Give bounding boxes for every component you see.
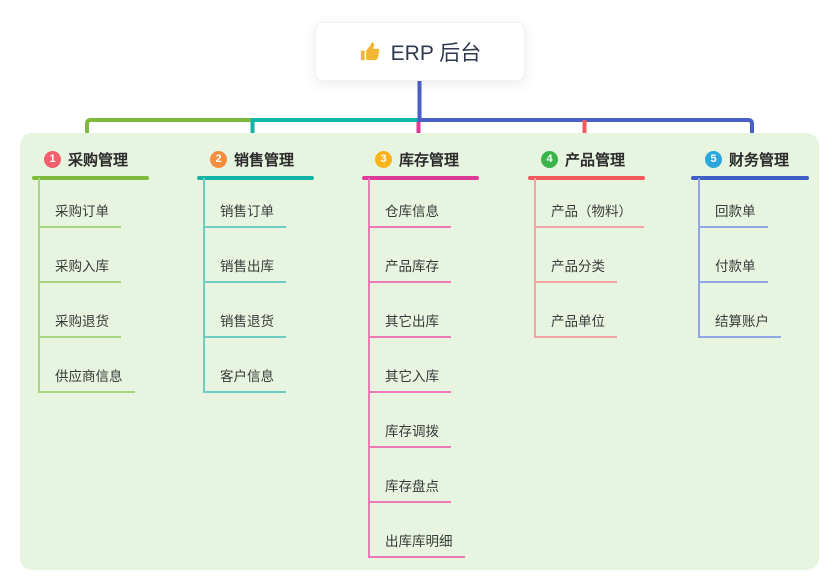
child-node-row: 产品（物料） — [536, 178, 644, 228]
thumbs-up-icon — [359, 41, 381, 63]
child-node-row: 销售订单 — [205, 178, 286, 228]
branch-label: 财务管理 — [729, 151, 790, 169]
branch-label: 产品管理 — [565, 151, 626, 169]
branches-panel — [20, 133, 819, 570]
branch-number-badge: 2 — [210, 150, 227, 168]
child-node-row: 采购订单 — [40, 178, 135, 228]
mindmap-node[interactable]: 采购订单 — [40, 200, 121, 228]
mindmap-node[interactable]: 产品（物料） — [536, 200, 644, 228]
branch-children: 产品（物料） 产品分类 产品单位 — [534, 178, 644, 338]
mindmap-node[interactable]: 付款单 — [700, 255, 768, 283]
branch-children: 销售订单 销售出库 销售退货 客户信息 — [203, 178, 286, 393]
child-node-row: 付款单 — [700, 228, 781, 283]
root-label: ERP 后台 — [390, 41, 482, 65]
child-node-row: 出库库明细 — [370, 503, 465, 558]
connector-branch-1 — [85, 118, 256, 145]
mindmap-node[interactable]: 客户信息 — [205, 365, 286, 393]
child-node-row: 回款单 — [700, 178, 781, 228]
branch-underline — [691, 176, 809, 180]
branch-children: 仓库信息 产品库存 其它出库 其它入库 库存调拨 库存盘点 出库库明细 — [368, 178, 465, 558]
mindmap-node[interactable]: 销售订单 — [205, 200, 286, 228]
child-node-row: 销售退货 — [205, 283, 286, 338]
connector-trunk — [417, 79, 754, 146]
child-node-row: 其它出库 — [370, 283, 465, 338]
branch-node-product[interactable]: 4 产品管理 — [541, 149, 625, 169]
child-node-row: 库存调拨 — [370, 393, 465, 448]
branch-node-finance[interactable]: 5 财务管理 — [705, 149, 789, 169]
child-node-row: 供应商信息 — [40, 338, 135, 393]
child-node-row: 其它入库 — [370, 338, 465, 393]
branch-number-badge: 4 — [541, 150, 558, 168]
branch-underline — [528, 176, 645, 180]
child-node-row: 产品分类 — [536, 228, 644, 283]
branch-children: 采购订单 采购入库 采购退货 供应商信息 — [38, 178, 135, 393]
root-node[interactable]: ERP 后台 — [315, 22, 525, 81]
child-node-row: 客户信息 — [205, 338, 286, 393]
mindmap-node[interactable]: 库存调拨 — [370, 420, 451, 448]
child-node-row: 库存盘点 — [370, 448, 465, 503]
branch-label: 库存管理 — [399, 151, 460, 169]
mindmap-node[interactable]: 销售退货 — [205, 310, 286, 338]
branch-node-sales[interactable]: 2 销售管理 — [210, 149, 294, 169]
branch-label: 销售管理 — [234, 151, 295, 169]
mindmap-node[interactable]: 产品单位 — [536, 310, 617, 338]
child-node-row: 采购入库 — [40, 228, 135, 283]
mindmap-node[interactable]: 采购入库 — [40, 255, 121, 283]
mindmap-node[interactable]: 其它出库 — [370, 310, 451, 338]
branch-underline — [197, 176, 314, 180]
branch-underline — [362, 176, 479, 180]
mindmap-node[interactable]: 产品分类 — [536, 255, 617, 283]
child-node-row: 仓库信息 — [370, 178, 465, 228]
branch-node-inventory[interactable]: 3 库存管理 — [375, 149, 459, 169]
child-node-row: 采购退货 — [40, 283, 135, 338]
branch-underline — [32, 176, 149, 180]
mindmap-node[interactable]: 仓库信息 — [370, 200, 451, 228]
branch-label: 采购管理 — [68, 151, 129, 169]
child-node-row: 产品库存 — [370, 228, 465, 283]
branch-node-purchase[interactable]: 1 采购管理 — [44, 149, 128, 169]
child-node-row: 产品单位 — [536, 283, 644, 338]
connector-lines — [85, 79, 754, 146]
branch-number-badge: 5 — [705, 150, 722, 168]
mindmap-node[interactable]: 其它入库 — [370, 365, 451, 393]
mindmap-node[interactable]: 销售出库 — [205, 255, 286, 283]
mindmap-node[interactable]: 出库库明细 — [370, 530, 465, 558]
mindmap-node[interactable]: 产品库存 — [370, 255, 451, 283]
mindmap-node[interactable]: 结算账户 — [700, 310, 781, 338]
branch-number-badge: 1 — [44, 150, 61, 168]
child-node-row: 结算账户 — [700, 283, 781, 338]
child-node-row: 销售出库 — [205, 228, 286, 283]
branch-children: 回款单 付款单 结算账户 — [698, 178, 781, 338]
mindmap-node[interactable]: 供应商信息 — [40, 365, 135, 393]
mindmap-node[interactable]: 采购退货 — [40, 310, 121, 338]
mindmap-node[interactable]: 库存盘点 — [370, 475, 451, 503]
branch-number-badge: 3 — [375, 150, 392, 168]
mindmap-node[interactable]: 回款单 — [700, 200, 768, 228]
